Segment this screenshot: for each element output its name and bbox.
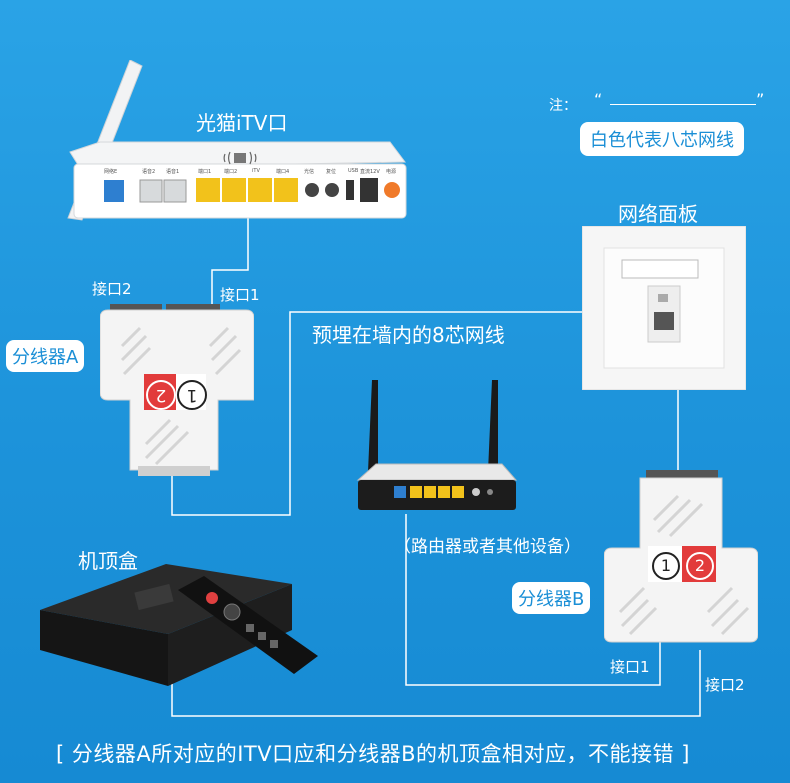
router-antenna-left bbox=[368, 380, 378, 472]
note-prefix: 注： bbox=[549, 95, 577, 115]
modem-port-labels: 网络E 语音2 语音1 端口1 端口2 iTV 端口4 光信 复位 USB 直流… bbox=[104, 168, 404, 178]
router-antenna-right bbox=[488, 380, 498, 472]
modem-itv-label: 光猫iTV口 bbox=[196, 107, 287, 136]
port-label: 语音2 bbox=[142, 168, 155, 175]
set-top-box bbox=[36, 554, 326, 694]
panel-label: 网络面板 bbox=[618, 198, 698, 227]
port-label: 复位 bbox=[326, 168, 336, 175]
legend-white-8core: 白色代表八芯网线 bbox=[580, 122, 744, 156]
port-label: 直流12V bbox=[360, 168, 380, 175]
badge-two: 2 bbox=[686, 552, 714, 580]
router-label: （路由器或者其他设备） bbox=[394, 532, 581, 557]
port-label: 光信 bbox=[304, 168, 314, 175]
splitter-b-port1-label: 接口1 bbox=[610, 656, 650, 677]
badge-one: 1 bbox=[177, 380, 207, 410]
port-label: 端口2 bbox=[224, 168, 237, 175]
splitter-b-port2-label: 接口2 bbox=[705, 674, 745, 695]
port-label: 端口4 bbox=[276, 168, 289, 175]
router bbox=[352, 376, 522, 516]
badge-two: 2 bbox=[146, 380, 176, 410]
network-panel bbox=[582, 226, 746, 390]
port-label: 网络E bbox=[104, 168, 117, 175]
white-line-sample bbox=[610, 104, 756, 105]
splitter-a-port2-label: 接口2 bbox=[92, 278, 132, 299]
badge-one: 1 bbox=[652, 552, 680, 580]
port-label: USB bbox=[348, 168, 358, 174]
embedded-cable-label: 预埋在墙内的8芯网线 bbox=[312, 319, 505, 348]
splitter-b-label: 分线器B bbox=[512, 582, 590, 614]
port-label: 端口1 bbox=[198, 168, 211, 175]
port-label: 语音1 bbox=[166, 168, 179, 175]
splitter-b: 1 2 bbox=[604, 470, 758, 644]
port-label: 电源 bbox=[386, 168, 396, 175]
port-label: iTV bbox=[252, 168, 260, 174]
footer-note: [ 分线器A所对应的ITV口应和分线器B的机顶盒相对应，不能接错 ] bbox=[56, 738, 690, 768]
note-quote-open: “ bbox=[594, 90, 602, 109]
note-quote-close: ” bbox=[756, 90, 764, 109]
optical-modem: 网络E 语音2 语音1 端口1 端口2 iTV 端口4 光信 复位 USB 直流… bbox=[60, 60, 410, 230]
splitter-a-port1-label: 接口1 bbox=[220, 284, 260, 305]
splitter-a-label: 分线器A bbox=[6, 340, 84, 372]
splitter-a: 2 1 bbox=[100, 304, 254, 476]
